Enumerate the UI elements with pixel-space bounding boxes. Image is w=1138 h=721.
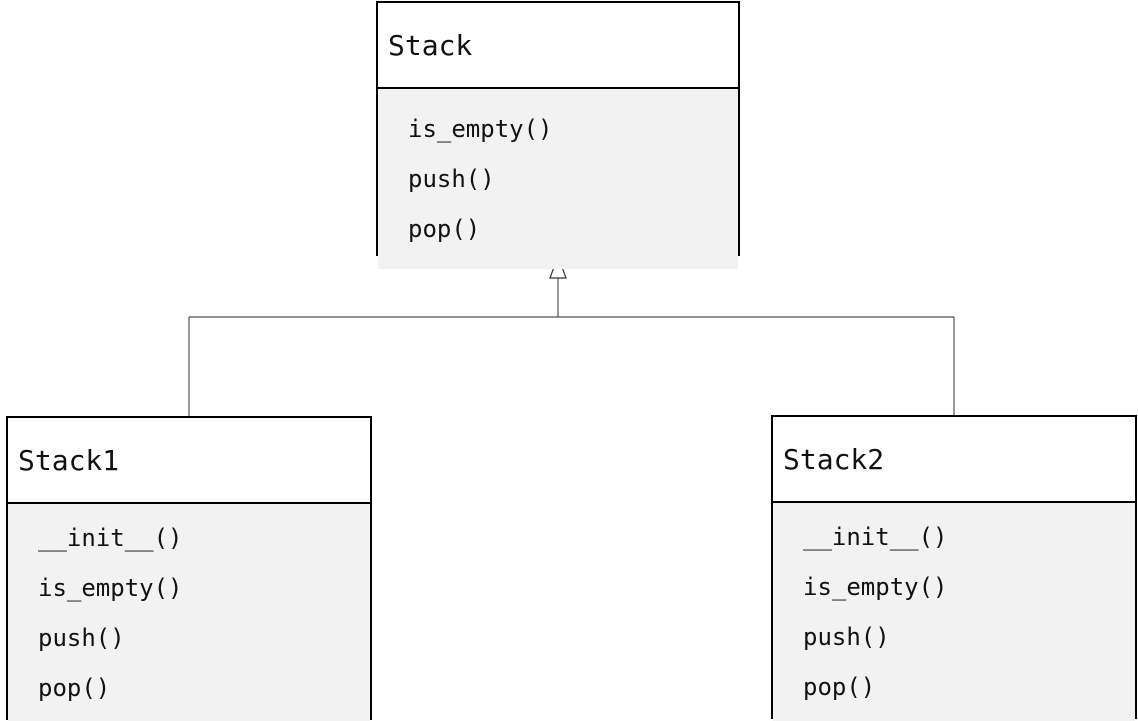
method-is-empty: is_empty() [38,574,183,602]
method-pop: pop() [803,673,876,701]
class-methods-stack1: __init__() is_empty() push() pop() [8,504,370,721]
class-stack1[interactable]: Stack1 __init__() is_empty() push() pop(… [6,416,372,721]
method-pop: pop() [408,215,481,243]
method-is-empty: is_empty() [408,115,553,143]
method-push: push() [408,165,495,193]
method-init: __init__() [803,523,948,551]
method-push: push() [803,623,890,651]
method-pop: pop() [38,674,111,702]
class-name-stack2: Stack2 [773,417,1135,503]
class-methods-stack2: __init__() is_empty() push() pop() [773,503,1135,721]
class-stack[interactable]: Stack is_empty() push() pop() [376,1,740,269]
method-is-empty: is_empty() [803,573,948,601]
class-name-stack1: Stack1 [8,418,370,504]
method-push: push() [38,624,125,652]
class-stack2[interactable]: Stack2 __init__() is_empty() push() pop(… [771,415,1137,721]
class-name-stack: Stack [378,3,738,89]
class-methods-stack: is_empty() push() pop() [378,89,738,269]
method-init: __init__() [38,524,183,552]
